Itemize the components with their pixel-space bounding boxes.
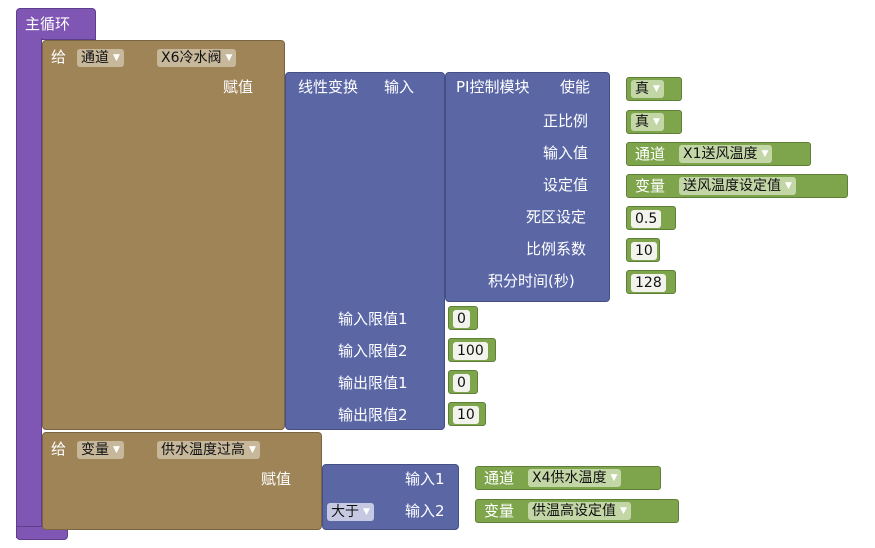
main-loop-label: 主循环 xyxy=(25,15,71,33)
deadband-number-block[interactable]: 0.5 xyxy=(626,206,676,230)
compare-in1-kind-label: 通道 xyxy=(484,469,515,487)
chevron-down-icon: ▼ xyxy=(225,53,233,63)
compare-in1-dropdown-text: X4供水温度 xyxy=(532,470,607,486)
kind-dropdown-2-text: 变量 xyxy=(81,442,109,458)
setpoint-var-dropdown-text: 送风温度设定值 xyxy=(683,178,781,194)
gain-value-field[interactable]: 10 xyxy=(631,242,657,260)
setpoint-kind-label: 变量 xyxy=(635,177,666,195)
compare-in2-var-block[interactable]: 变量 供温高设定值 ▼ xyxy=(475,499,679,523)
input-channel-dropdown[interactable]: X1送风温度▼ xyxy=(679,145,773,163)
set-variable-block[interactable]: 给 变量 ▼ 供水温度过高 ▼ 赋值 xyxy=(42,432,322,530)
compare-in2-kind-label: 变量 xyxy=(484,502,515,520)
input-channel-block[interactable]: 通道 X1送风温度▼ xyxy=(626,142,811,166)
direct-dropdown[interactable]: 真▼ xyxy=(631,113,664,131)
pi-enable-label: 使能 xyxy=(560,78,591,96)
enable-dropdown[interactable]: 真▼ xyxy=(631,80,664,98)
input-kind-label: 通道 xyxy=(635,145,666,163)
in-min-value-field[interactable]: 0 xyxy=(453,310,470,328)
out-max-number-block[interactable]: 10 xyxy=(448,402,486,426)
pi-title: PI控制模块 xyxy=(456,78,530,96)
pi-gain-label: 比例系数 xyxy=(526,240,587,258)
compare-in2-dropdown-text: 供温高设定值 xyxy=(532,503,616,519)
pi-control-block[interactable]: PI控制模块 使能 正比例 输入值 设定值 死区设定 比例系数 积分时间(秒) xyxy=(445,72,610,302)
target-dropdown-1[interactable]: X6冷水阀▼ xyxy=(157,49,237,67)
target-dropdown-1-text: X6冷水阀 xyxy=(161,50,222,66)
pi-integral-label: 积分时间(秒) xyxy=(488,272,575,290)
compare-op-dropdown-text: 大于 xyxy=(331,504,359,520)
main-loop-spine xyxy=(16,38,42,538)
target-dropdown-2[interactable]: 供水温度过高 ▼ xyxy=(157,441,260,459)
chevron-down-icon: ▼ xyxy=(785,181,792,191)
direct-bool-block[interactable]: 真▼ xyxy=(626,110,682,134)
pi-deadband-label: 死区设定 xyxy=(526,208,587,226)
compare-op-dropdown[interactable]: 大于 ▼ xyxy=(327,503,374,521)
compare-in1-channel-block[interactable]: 通道 X4供水温度▼ xyxy=(475,466,661,490)
chevron-down-icon: ▼ xyxy=(653,84,660,94)
out-max-value-field[interactable]: 10 xyxy=(453,406,479,424)
integral-value-field[interactable]: 128 xyxy=(631,274,666,292)
chevron-down-icon: ▼ xyxy=(620,506,627,516)
enable-bool-block[interactable]: 真▼ xyxy=(626,77,682,101)
kind-dropdown-2[interactable]: 变量 ▼ xyxy=(77,441,124,459)
compare-input1-label: 输入1 xyxy=(405,470,445,488)
set-channel-block[interactable]: 给 通道▼ X6冷水阀▼ 赋值 xyxy=(42,40,285,430)
give-label-1: 给 xyxy=(51,48,67,66)
integral-number-block[interactable]: 128 xyxy=(626,270,676,294)
in-max-value-field[interactable]: 100 xyxy=(453,342,488,360)
compare-in1-dropdown[interactable]: X4供水温度▼ xyxy=(528,469,622,487)
chevron-down-icon: ▼ xyxy=(113,445,120,455)
chevron-down-icon: ▼ xyxy=(653,117,660,127)
enable-dropdown-text: 真 xyxy=(635,81,649,97)
in-max-number-block[interactable]: 100 xyxy=(448,338,496,362)
deadband-value-field[interactable]: 0.5 xyxy=(631,210,662,228)
compare-block[interactable]: 输入1 大于 ▼ 输入2 xyxy=(322,464,459,530)
compare-in2-dropdown[interactable]: 供温高设定值 ▼ xyxy=(528,502,631,520)
linear-input-label: 输入 xyxy=(384,78,415,96)
out-max-label: 输出限值2 xyxy=(338,406,408,424)
chevron-down-icon: ▼ xyxy=(113,53,120,63)
out-min-number-block[interactable]: 0 xyxy=(448,370,478,394)
linear-transform-block[interactable]: 线性变换 输入 输入限值1 输入限值2 输出限值1 输出限值2 xyxy=(285,72,445,430)
kind-dropdown-1-text: 通道 xyxy=(81,50,109,66)
chevron-down-icon: ▼ xyxy=(761,149,769,159)
linear-title: 线性变换 xyxy=(298,78,359,96)
in-max-label: 输入限值2 xyxy=(338,342,408,360)
chevron-down-icon: ▼ xyxy=(610,473,618,483)
in-min-number-block[interactable]: 0 xyxy=(448,306,478,330)
compare-input2-label: 输入2 xyxy=(405,502,445,520)
setpoint-var-dropdown[interactable]: 送风温度设定值 ▼ xyxy=(679,177,796,195)
chevron-down-icon: ▼ xyxy=(363,507,370,517)
give-label-2: 给 xyxy=(51,440,67,458)
setpoint-var-block[interactable]: 变量 送风温度设定值 ▼ xyxy=(626,174,848,198)
pi-setpoint-label: 设定值 xyxy=(543,176,589,194)
out-min-label: 输出限值1 xyxy=(338,374,408,392)
target-dropdown-2-text: 供水温度过高 xyxy=(161,442,245,458)
gain-number-block[interactable]: 10 xyxy=(626,238,660,262)
in-min-label: 输入限值1 xyxy=(338,310,408,328)
kind-dropdown-1[interactable]: 通道 ▼ xyxy=(77,49,124,67)
pi-input-label: 输入值 xyxy=(543,144,589,162)
chevron-down-icon: ▼ xyxy=(249,445,256,455)
direct-dropdown-text: 真 xyxy=(635,114,649,130)
assign-label-1: 赋值 xyxy=(223,78,254,96)
pi-direct-label: 正比例 xyxy=(543,112,589,130)
input-channel-dropdown-text: X1送风温度 xyxy=(683,146,758,162)
assign-label-2: 赋值 xyxy=(261,470,292,488)
out-min-value-field[interactable]: 0 xyxy=(453,374,470,392)
main-loop-block[interactable]: 主循环 xyxy=(16,8,96,40)
